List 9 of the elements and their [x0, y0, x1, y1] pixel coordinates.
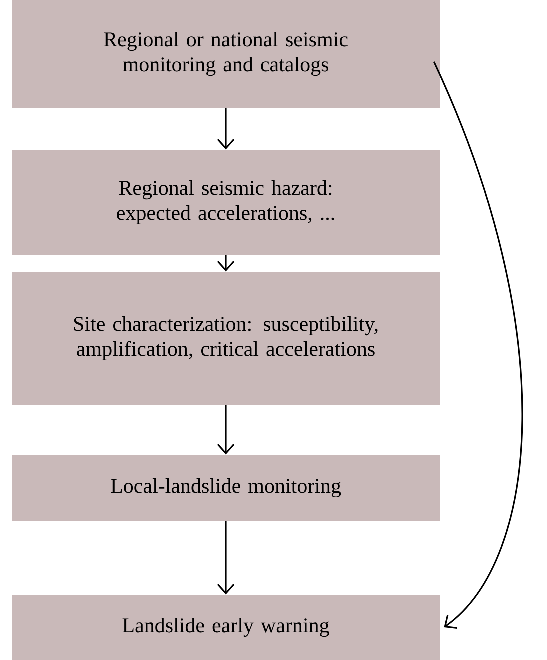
arrow — [217, 521, 235, 595]
process-box: Regional seismic hazard: expected accelerations, ... — [12, 150, 440, 255]
process-box: Regional or national seismic monitoring and catalogs — [12, 0, 440, 108]
arrow — [217, 405, 235, 455]
arrow — [433, 62, 524, 629]
arrow — [217, 108, 235, 150]
process-box: Local-landslide monitoring — [12, 455, 440, 521]
process-box: Site characterization: susceptibility, amplification, critical accelerations — [12, 272, 440, 405]
process-box: Landslide early warning — [12, 595, 440, 660]
